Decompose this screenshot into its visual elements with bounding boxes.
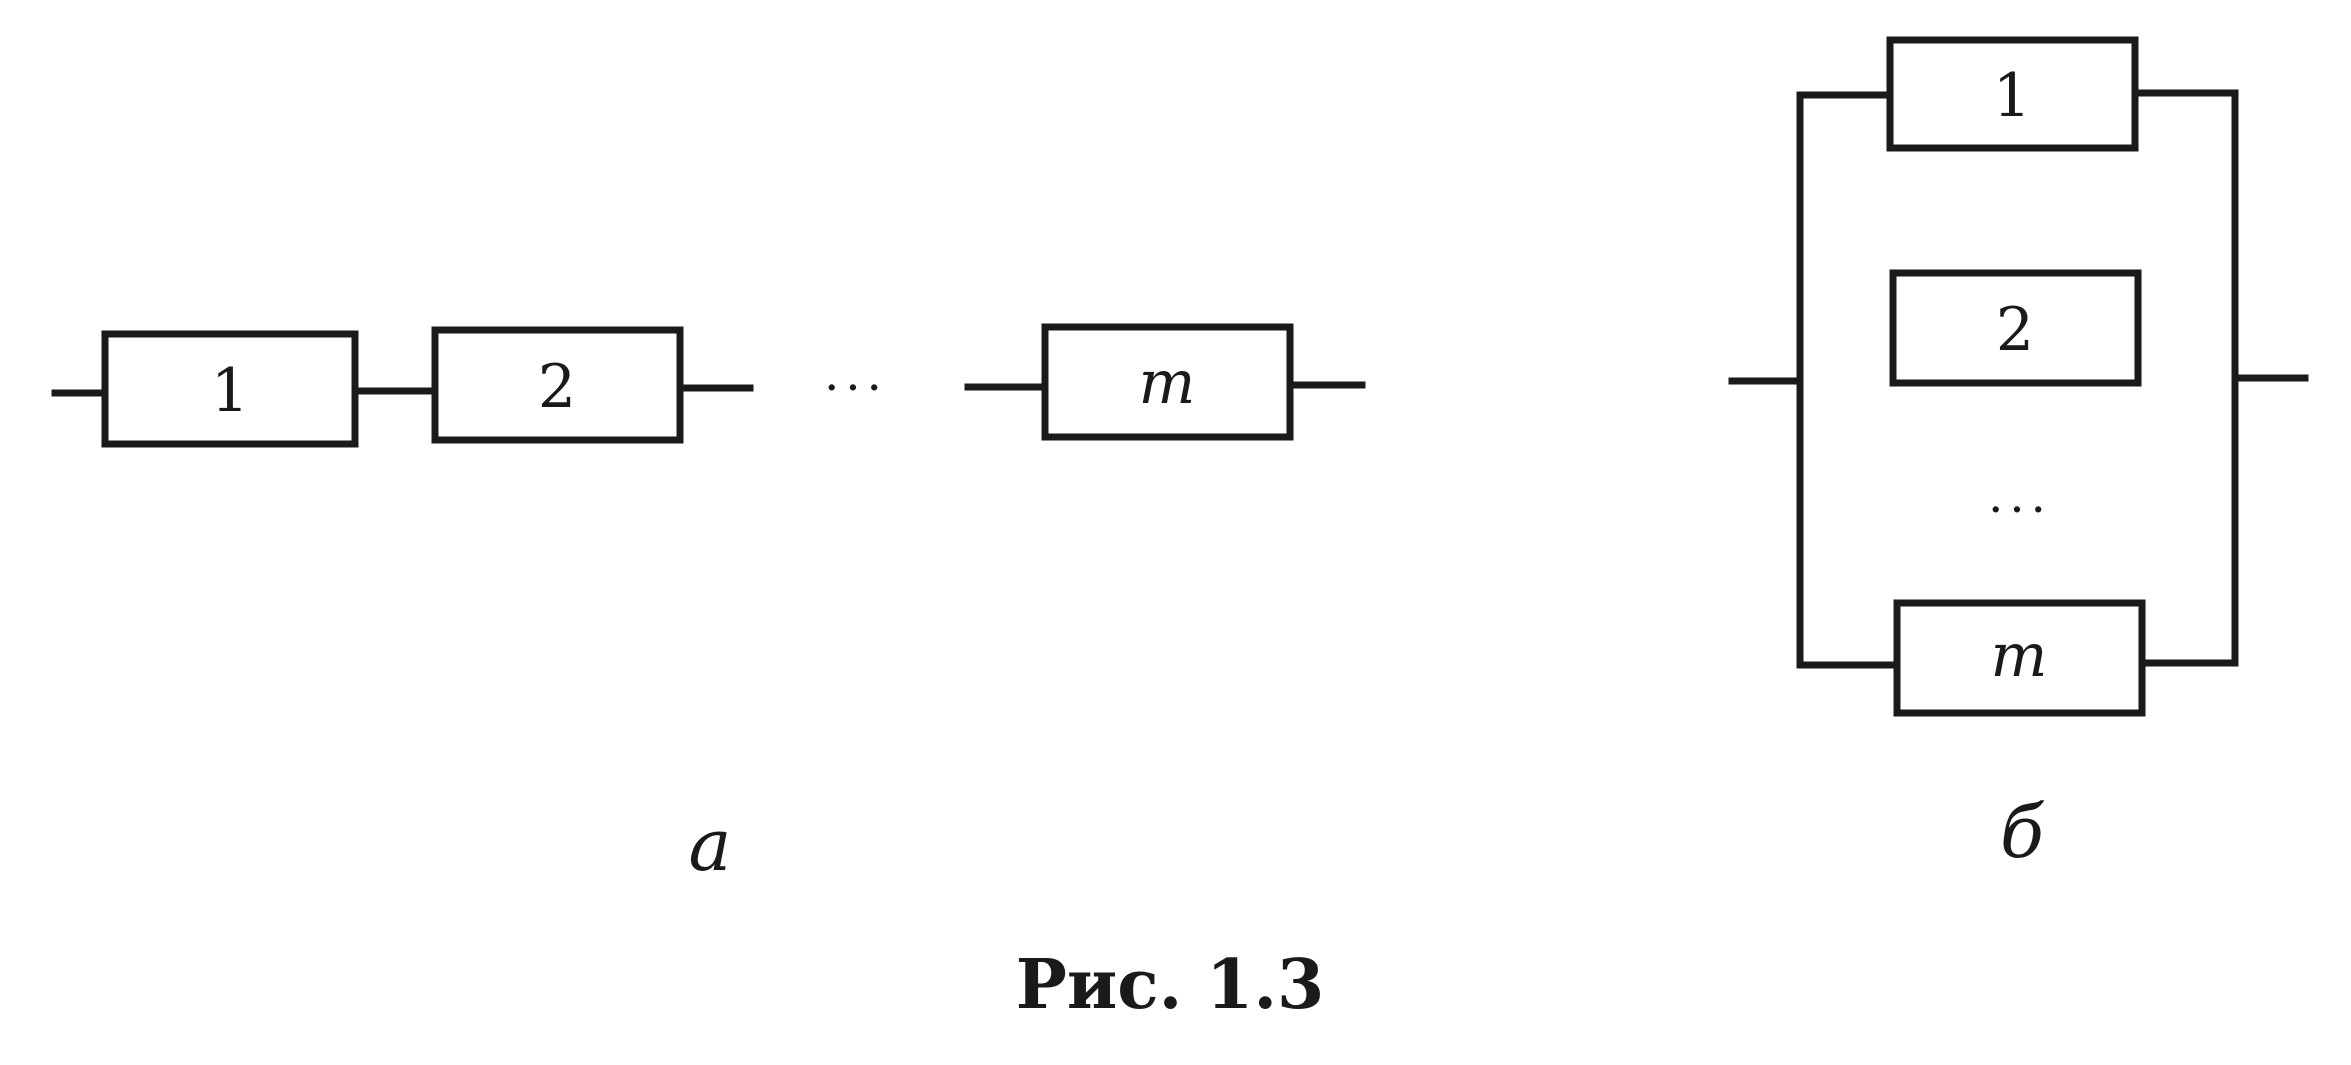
series-element-1-label: 1 <box>211 356 249 426</box>
series-diagram: 1 2 ··· m a <box>51 323 1366 887</box>
parallel-element-m-label: m <box>1991 621 2048 691</box>
parallel-element-m-box <box>1893 599 2146 717</box>
parallel-ellipsis: ··· <box>1988 482 2052 538</box>
parallel-sublabel: б <box>2000 790 2045 874</box>
series-element-m-box <box>1041 323 1294 441</box>
parallel-element-1-label: 1 <box>1993 61 2031 131</box>
series-sublabel: a <box>689 803 732 887</box>
series-element-m-label: m <box>1139 348 1196 418</box>
parallel-element-2-label: 2 <box>1996 295 2034 365</box>
parallel-diagram: 1 2 ··· m б <box>1728 36 2309 874</box>
parallel-element-1-box <box>1886 36 2139 152</box>
series-ellipsis: ··· <box>824 360 888 416</box>
parallel-element-2-box <box>1889 269 2142 387</box>
series-element-2-label: 2 <box>538 352 576 422</box>
figure-caption: Рис. 1.3 <box>1016 945 1325 1025</box>
